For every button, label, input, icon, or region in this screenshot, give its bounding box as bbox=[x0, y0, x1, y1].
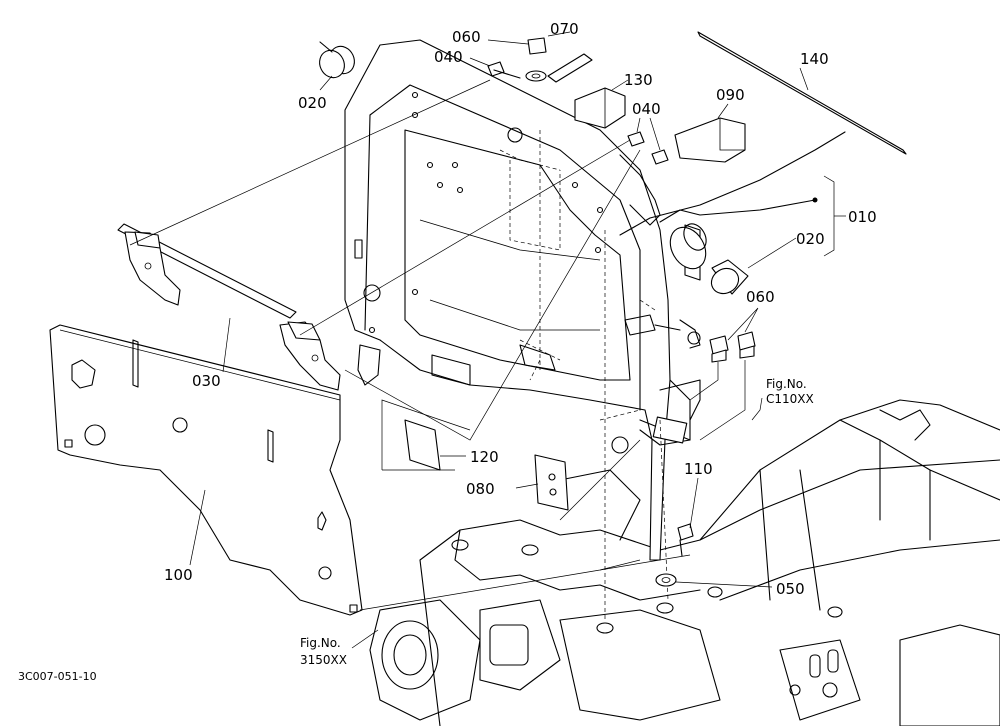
bolt-040-mid bbox=[627, 131, 669, 165]
callout-090: 090 bbox=[716, 86, 745, 104]
block-080 bbox=[534, 454, 569, 511]
fig-3150-line2: 3150XX bbox=[300, 653, 347, 667]
callout-labels: 060 070 040 020 130 040 090 140 010 020 … bbox=[164, 20, 877, 598]
callout-130: 130 bbox=[624, 71, 653, 89]
callout-030: 030 bbox=[192, 372, 221, 390]
callout-040-mid: 040 bbox=[632, 100, 661, 118]
bolt-060-top bbox=[525, 37, 547, 82]
callout-020-left: 020 bbox=[298, 94, 327, 112]
figure-reference-c110: Fig.No. C110XX bbox=[766, 377, 814, 406]
bushing-020-right bbox=[710, 259, 749, 295]
callout-100: 100 bbox=[164, 566, 193, 584]
bolt-110 bbox=[677, 523, 694, 557]
assembly-lines bbox=[129, 79, 746, 611]
cover-panel-100 bbox=[49, 324, 363, 616]
fig-c110-line1: Fig.No. bbox=[766, 377, 807, 391]
callout-060-right: 060 bbox=[746, 288, 775, 306]
dashboard-frame bbox=[344, 39, 707, 561]
callout-080: 080 bbox=[466, 480, 495, 498]
transmission-housing bbox=[369, 399, 1000, 726]
callout-020-right: 020 bbox=[796, 230, 825, 248]
clip-070 bbox=[547, 53, 593, 83]
bolt-040-left bbox=[487, 61, 521, 79]
fig-3150-line1: Fig.No. bbox=[300, 636, 341, 650]
cover-090 bbox=[674, 117, 746, 163]
figure-reference-3150: Fig.No. 3150XX bbox=[300, 636, 347, 667]
callout-110: 110 bbox=[684, 460, 713, 478]
bushing-020-left bbox=[319, 41, 355, 79]
callout-050: 050 bbox=[776, 580, 805, 598]
cover-130 bbox=[574, 87, 626, 129]
rod-140 bbox=[697, 31, 907, 155]
callout-040-left: 040 bbox=[434, 48, 463, 66]
drawing-code: 3C007-051-10 bbox=[18, 670, 97, 683]
callout-120: 120 bbox=[470, 448, 499, 466]
callout-060-top: 060 bbox=[452, 28, 481, 46]
washer-050 bbox=[655, 573, 677, 587]
fig-c110-line2: C110XX bbox=[766, 392, 814, 406]
callout-140: 140 bbox=[800, 50, 829, 68]
cable-010 bbox=[619, 131, 846, 236]
bolts-060-right bbox=[709, 331, 756, 363]
plate-120 bbox=[404, 419, 441, 471]
leader-lines bbox=[189, 31, 846, 649]
rod-assembly-030 bbox=[117, 223, 341, 391]
callout-070: 070 bbox=[550, 20, 579, 38]
callout-010: 010 bbox=[848, 208, 877, 226]
